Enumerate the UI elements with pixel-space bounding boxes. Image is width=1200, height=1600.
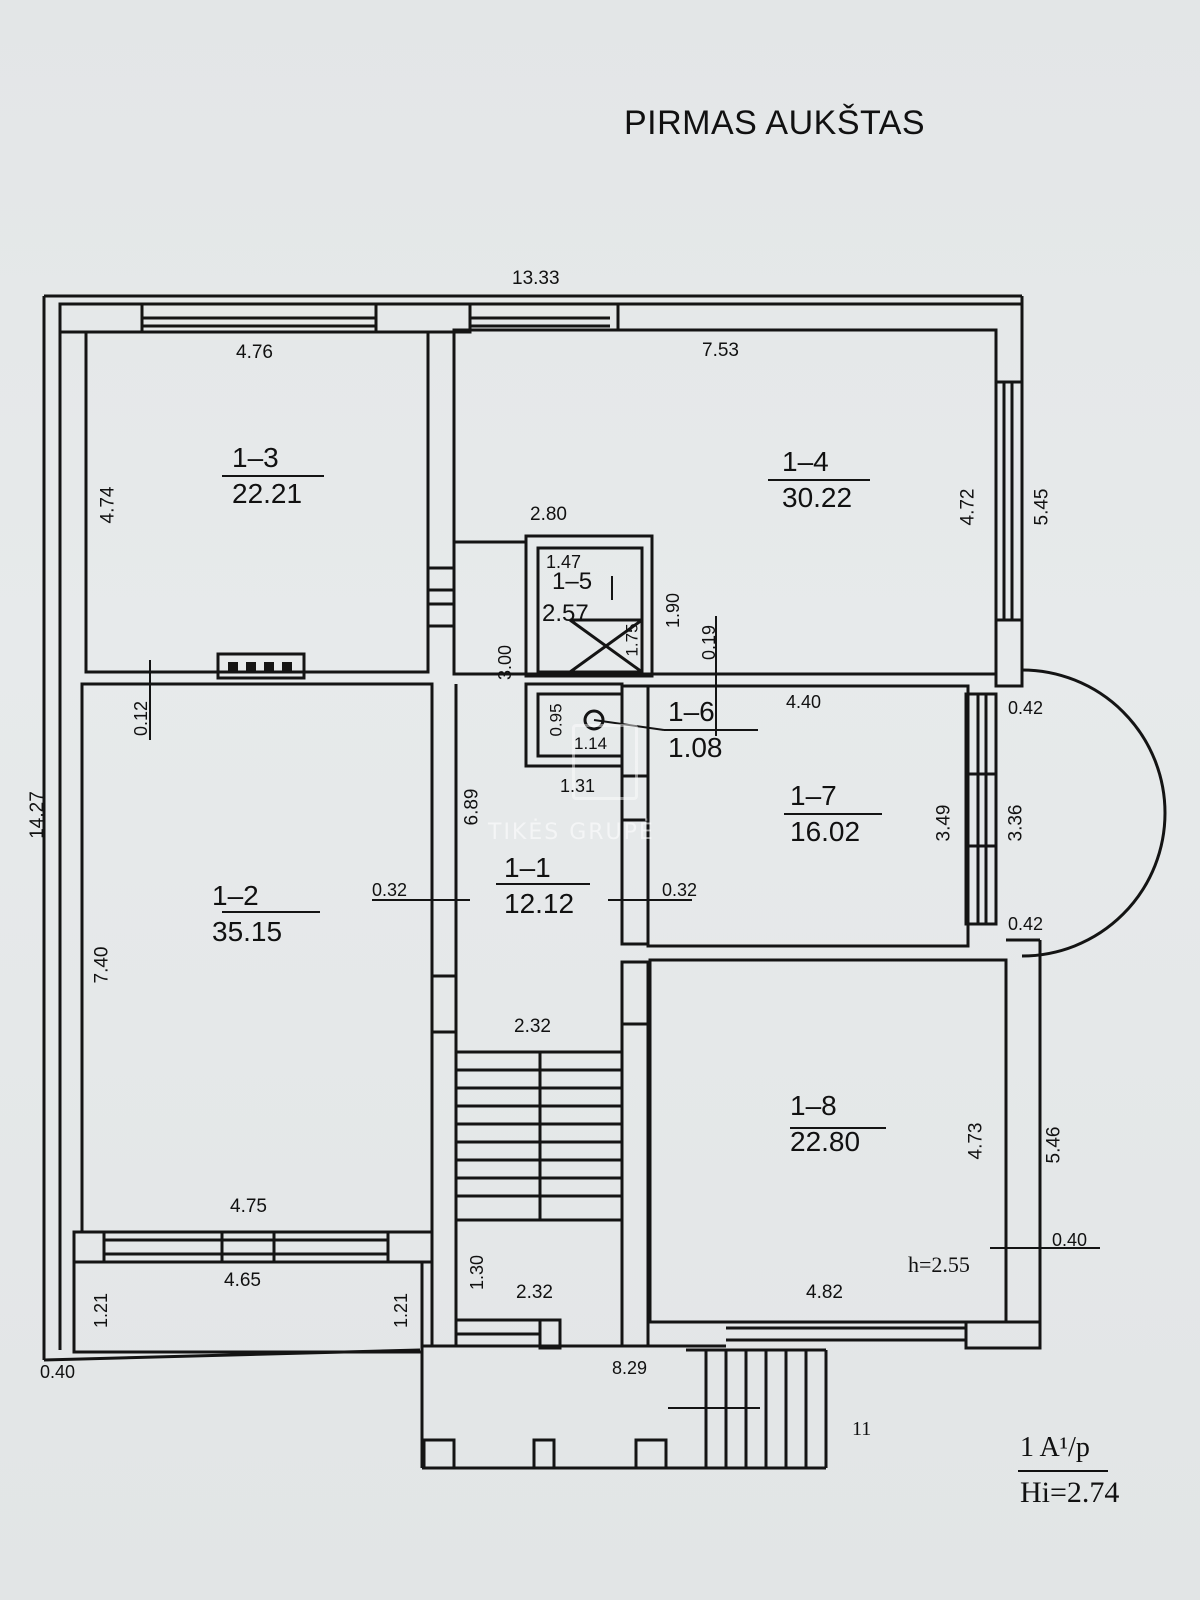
dimension-label: 0.32 bbox=[372, 880, 408, 900]
dimension-label: 1.90 bbox=[663, 592, 684, 629]
dimension-label: 7.40 bbox=[91, 946, 113, 984]
dimension-label: 4.75 bbox=[230, 1196, 267, 1217]
dimension-label: 1.14 bbox=[574, 734, 608, 753]
dimension-label: 5.46 bbox=[1043, 1126, 1065, 1164]
dimension-label: 8.29 bbox=[612, 1358, 648, 1378]
dimension-label: 1.21 bbox=[391, 1292, 412, 1329]
dimension-label: 14.27 bbox=[26, 791, 48, 839]
dimension-label: 0.40 bbox=[1052, 1230, 1088, 1250]
dimension-label: 0.40 bbox=[40, 1362, 76, 1382]
dimension-label: 11 bbox=[852, 1418, 872, 1440]
footer-divider bbox=[1018, 1470, 1108, 1472]
dimension-label: 2.32 bbox=[516, 1282, 553, 1303]
dimension-label: 3.49 bbox=[933, 804, 955, 842]
dimension-label: 7.53 bbox=[702, 340, 739, 361]
dimension-label: 4.74 bbox=[97, 486, 119, 524]
dimension-label: 0.42 bbox=[1008, 698, 1044, 718]
dimension-label: 2.32 bbox=[514, 1016, 551, 1037]
footer-line-2: Hi=2.74 bbox=[1020, 1476, 1120, 1509]
dimension-label: 1.75 bbox=[622, 623, 642, 657]
dimension-label: 4.73 bbox=[965, 1122, 987, 1160]
dimension-label: 3.36 bbox=[1005, 804, 1027, 842]
dimension-label: 4.72 bbox=[957, 488, 979, 526]
dimension-label: 0.95 bbox=[546, 703, 566, 737]
dimension-label: 1.30 bbox=[467, 1254, 488, 1291]
page-title: PIRMAS AUKŠTAS bbox=[624, 104, 926, 142]
dimension-label: 3.00 bbox=[495, 644, 516, 681]
dimension-label: 0.32 bbox=[662, 880, 698, 900]
dimension-label: 6.89 bbox=[461, 788, 483, 826]
dimension-label: 2.80 bbox=[530, 504, 567, 525]
watermark-logo bbox=[572, 724, 638, 800]
dimension-label: 4.82 bbox=[806, 1282, 843, 1303]
dimension-label: 5.45 bbox=[1031, 488, 1053, 526]
dimension-label: 1.47 bbox=[546, 552, 582, 572]
dimension-label: 1.31 bbox=[560, 776, 596, 796]
ceiling-height-label: h=2.55 bbox=[908, 1252, 970, 1277]
dimension-label: 1.21 bbox=[91, 1292, 112, 1329]
footer-line-1: 1 A¹/p bbox=[1020, 1432, 1090, 1463]
dimension-label: 0.42 bbox=[1008, 914, 1044, 934]
dimension-label: 4.40 bbox=[786, 692, 822, 712]
dimension-label: 0.12 bbox=[131, 700, 152, 737]
dimension-label: 13.33 bbox=[512, 268, 560, 289]
watermark-text: TIKĖS GRUPĖ bbox=[488, 820, 655, 845]
dimension-label: 4.65 bbox=[224, 1270, 261, 1291]
dimension-label: 4.76 bbox=[236, 342, 273, 363]
dimension-label: 0.19 bbox=[699, 624, 720, 661]
